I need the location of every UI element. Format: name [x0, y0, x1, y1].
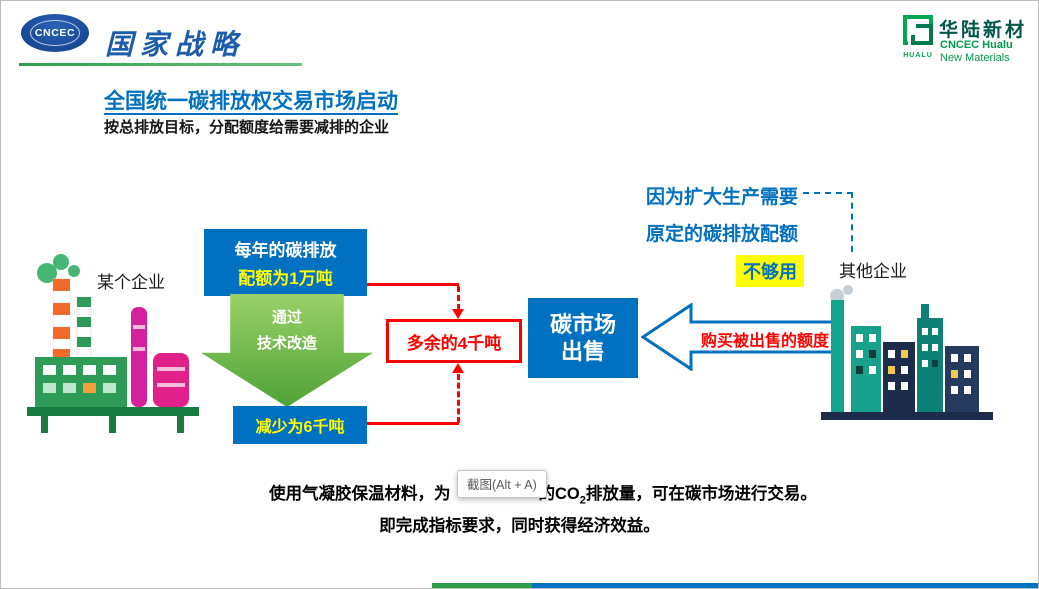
footer-line1-post: 排放量，可在碳市场进行交易。	[585, 485, 817, 503]
cncec-logo-text: CNCEC	[34, 27, 76, 39]
reason-note-2: 原定的碳排放配额	[646, 224, 799, 245]
reduced-emission-box: 减少为6千吨	[233, 406, 367, 444]
carbon-market-line2: 出售	[560, 339, 605, 364]
hualu-logo: HUALU	[900, 14, 936, 60]
annual-quota-box: 每年的碳排放 配额为1万吨	[204, 229, 367, 296]
tech-upgrade-line1: 通过	[271, 309, 302, 326]
factory-illustration-right	[821, 285, 993, 420]
reason-note-1: 因为扩大生产需要	[646, 187, 799, 208]
red-dashed-arrow-down	[457, 286, 460, 310]
note-dashed-line-horizontal	[803, 192, 853, 194]
cncec-logo-ellipse: CNCEC	[21, 14, 89, 52]
arrow-down-head-icon	[452, 309, 464, 319]
annual-quota-line2: 配额为1万吨	[238, 269, 333, 288]
red-connector-bottom	[367, 422, 459, 425]
footer-line-2: 即完成指标要求，同时获得经济效益。	[379, 517, 660, 535]
carbon-market-box: 碳市场 出售	[528, 298, 638, 378]
note-dashed-line-vertical	[851, 192, 853, 252]
red-connector-top	[367, 283, 459, 286]
co2-subscript: 2	[579, 494, 586, 507]
left-company-label: 某个企业	[97, 273, 165, 292]
buy-arrow-label: 购买被出售的额度	[700, 333, 829, 350]
header-underline	[19, 63, 302, 66]
bottom-bar-blue	[532, 583, 1038, 588]
footer-line1-mid: 的CO	[538, 485, 580, 503]
factory-illustration-left	[27, 254, 199, 433]
hualu-logo-icon	[903, 15, 933, 45]
hualu-brand-en-2: New Materials	[940, 52, 1010, 64]
bottom-bar-green	[432, 583, 532, 588]
tech-upgrade-line2: 技术改造	[256, 335, 317, 352]
footer-line1-pre: 使用气凝胶保温材料，为	[269, 485, 451, 503]
carbon-market-line1: 碳市场	[549, 311, 616, 337]
hualu-brand-name: 华陆新材	[939, 20, 1028, 41]
tech-upgrade-arrow: 通过 技术改造	[201, 294, 373, 407]
red-dashed-arrow-up	[457, 374, 460, 423]
reason-highlight: 不够用	[736, 255, 804, 287]
cncec-logo: CNCEC	[21, 14, 89, 52]
right-company-label: 其他企业	[839, 262, 907, 281]
page-subtitle: 按总排放目标，分配额度给需要减排的企业	[104, 119, 390, 136]
globe-icon	[30, 20, 80, 46]
screenshot-tooltip: 截图(Alt + A)	[457, 470, 547, 498]
annual-quota-line1: 每年的碳排放	[234, 241, 337, 260]
hualu-icon-caption: HUALU	[903, 52, 933, 59]
footer-line-1: 使用气凝胶保温材料，为 的CO2排放量，可在碳市场进行交易。	[269, 480, 817, 506]
page-title: 全国统一碳排放权交易市场启动	[104, 90, 398, 113]
strategy-title: 国家战略	[105, 29, 246, 60]
hualu-brand-en-1: CNCEC Hualu	[940, 39, 1013, 51]
surplus-box: 多余的4千吨	[386, 319, 522, 363]
arrow-up-head-icon	[452, 363, 464, 373]
